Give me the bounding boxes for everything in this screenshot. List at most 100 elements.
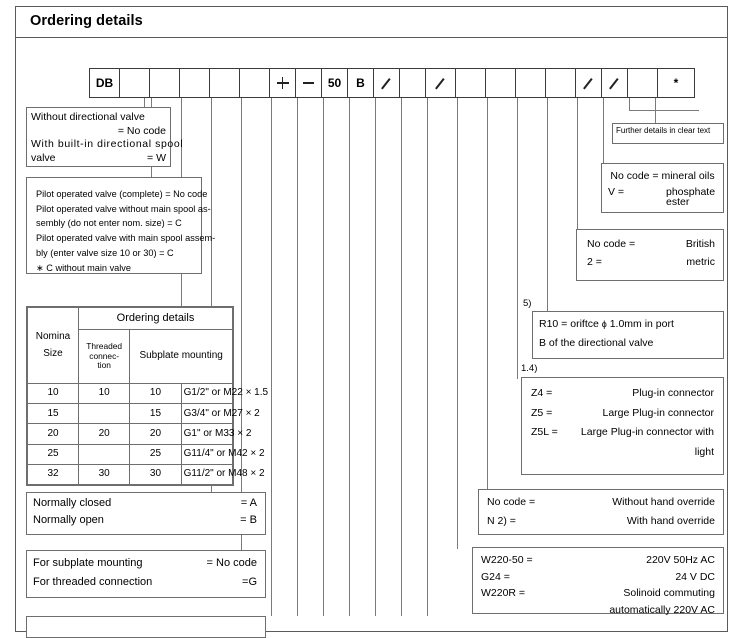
cell-nominal-size: 10 xyxy=(27,382,79,405)
footnote-marker-14: 1.4) xyxy=(521,363,538,374)
code-cell-14[interactable] xyxy=(486,69,516,97)
cell-code: 20 xyxy=(129,423,182,445)
code-cell-2[interactable] xyxy=(150,69,180,97)
cell-code: 10 xyxy=(129,382,182,405)
orifice-line2: B of the directional valve xyxy=(539,336,654,349)
voltage-label: W220-50 = xyxy=(481,554,533,566)
code-cell-15[interactable] xyxy=(516,69,546,97)
code-cell-11[interactable] xyxy=(400,69,426,97)
plug-connector-box: Z4 = Plug-in connector Z5 = Large Plug-in c… xyxy=(521,377,724,475)
code-cell-1[interactable] xyxy=(120,69,150,97)
voltage-row-1: G24 =24 V DC xyxy=(481,570,715,583)
cell-subplate: G3/4" or M27 × 2 xyxy=(180,403,260,425)
units-row-1: 2 =metric xyxy=(587,255,715,268)
drop-orifice xyxy=(547,98,548,313)
code-cell-16[interactable] xyxy=(546,69,576,97)
slash-icon xyxy=(582,78,592,90)
bottom-partial-box xyxy=(26,616,266,638)
hand-override-label: N 2) = xyxy=(487,514,516,527)
code-cell-10[interactable] xyxy=(374,69,400,97)
code-cell-9[interactable]: B xyxy=(348,69,374,97)
normally-value: = A xyxy=(240,497,257,509)
normally-value: = B xyxy=(240,514,257,526)
drop-normally xyxy=(211,98,212,492)
units-row-0: No code = British xyxy=(587,239,715,250)
dash-icon xyxy=(303,82,314,84)
code-cell-20[interactable]: * xyxy=(658,69,694,97)
drop-spare-1 xyxy=(271,98,272,616)
code-cell-13[interactable] xyxy=(456,69,486,97)
connector-value: Large Plug-in connector xyxy=(602,406,715,419)
code-cell-12[interactable] xyxy=(426,69,456,97)
cell-nominal-size: 15 xyxy=(27,403,79,425)
slash-icon xyxy=(380,78,390,90)
orifice-line1-post: 1.0mm in port xyxy=(606,318,674,330)
page-title: Ordering details xyxy=(30,13,143,29)
mounting-value: =G xyxy=(242,576,257,588)
cell-subplate: G1" or M33 × 2 xyxy=(180,423,251,445)
th-nominal-line2: Size xyxy=(43,347,63,359)
drop-spare-7 xyxy=(427,98,428,616)
dv-line3: With built-in directional spool xyxy=(31,138,184,150)
connector-row-2: Z5L =Large Plug-in connector with xyxy=(531,427,714,438)
clear-text-box: Further details in clear text xyxy=(612,123,724,144)
code-cell-18[interactable] xyxy=(602,69,628,97)
code-cell-5[interactable] xyxy=(240,69,270,97)
dv-line1: Without directional valve xyxy=(31,111,145,123)
connector-label: Z4 = xyxy=(531,387,553,399)
cell-subplate: G11/4" or M42 × 2 xyxy=(180,443,265,465)
units-value: metric xyxy=(686,255,715,268)
mounting-value: = No code xyxy=(206,557,257,569)
hand-override-row-0: No code =Without hand override xyxy=(487,497,715,508)
connector-label: Z5 = xyxy=(531,406,553,419)
code-cell-6[interactable] xyxy=(270,69,296,97)
voltage-row-2: W220R =Solinoid commuting xyxy=(481,588,715,599)
drop-connector xyxy=(517,98,518,379)
normally-label: Normally closed xyxy=(33,497,112,509)
th-threaded-word: Threaded xyxy=(86,341,123,352)
connector-row-0: Z4 = Plug-in connector xyxy=(531,388,714,399)
code-cell-3[interactable] xyxy=(180,69,210,97)
cell-code: 15 xyxy=(129,403,182,425)
fluid-line1: No code = mineral oils xyxy=(610,170,715,182)
slash-icon xyxy=(608,78,618,90)
drop-spare-2 xyxy=(297,98,298,616)
cell-threaded xyxy=(77,443,131,465)
hand-override-value: With hand override xyxy=(626,514,715,527)
normally-label: Normally open xyxy=(33,514,104,526)
cell-threaded: 20 xyxy=(77,423,131,445)
code-cell-4[interactable] xyxy=(210,69,240,97)
tee-clear-text xyxy=(629,110,699,111)
code-cell-17[interactable] xyxy=(576,69,602,97)
code-cell-7[interactable] xyxy=(296,69,322,97)
code-cell-0[interactable]: DB xyxy=(90,69,120,97)
cell-subplate: G1/2" or M22 × 1.5 xyxy=(180,382,268,405)
ordering-code-strip[interactable]: DB 50 B * xyxy=(89,68,695,98)
pilot-line-0: Pilot operated valve (complete) = No cod… xyxy=(36,189,208,199)
voltage-value: 24 V DC xyxy=(675,570,715,583)
units-value: British xyxy=(685,238,715,250)
code-cell-19[interactable] xyxy=(628,69,658,97)
orifice-box: R10 = oriftce ϕ 1.0mm in port B of the d… xyxy=(532,311,724,359)
code-cell-text: 50 xyxy=(327,76,342,90)
drop-hand-override xyxy=(487,98,488,491)
slash-icon xyxy=(434,78,444,90)
connector-label: Z5L = xyxy=(531,426,558,438)
mounting-label: For threaded connection xyxy=(33,576,153,588)
plus-icon xyxy=(276,77,289,89)
code-cell-8[interactable]: 50 xyxy=(322,69,348,97)
hand-override-row-1: N 2) = With hand override xyxy=(487,514,715,527)
connector-value: Plug-in connector xyxy=(632,387,714,399)
orifice-line1: R10 = oriftce ϕ 1.0mm in port xyxy=(539,319,723,330)
pilot-line-3: Pilot operated valve with main spool ass… xyxy=(36,233,216,244)
drop-clear-text-a xyxy=(629,98,630,111)
units-label: No code = xyxy=(587,238,636,250)
dv-line4-label: valve xyxy=(31,151,56,164)
voltage-label: W220R = xyxy=(481,587,526,599)
